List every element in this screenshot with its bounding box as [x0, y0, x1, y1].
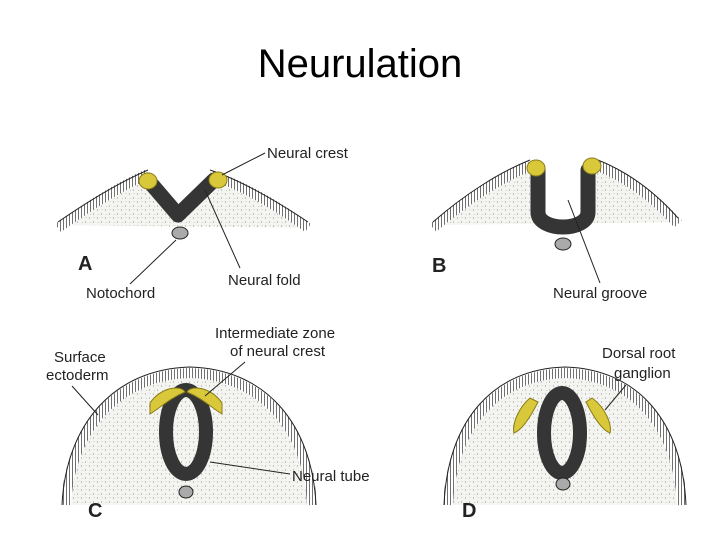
label-surface-2: ectoderm	[46, 367, 109, 384]
neural-crest-b-right	[582, 157, 602, 175]
panel-b: B Neural groove	[429, 157, 682, 302]
label-zone-1: Intermediate zone	[215, 325, 335, 342]
neural-crest-a-left	[138, 172, 158, 190]
label-drg-1: Dorsal root	[602, 345, 676, 362]
ectoderm-d	[443, 367, 687, 506]
neural-crest-b-left	[526, 159, 546, 177]
notochord-c	[178, 485, 194, 499]
neural-crest-a-right	[208, 171, 228, 189]
panel-letter-d: D	[462, 500, 476, 522]
panel-letter-a: A	[78, 253, 92, 275]
panel-a: A Neural crest Notochord Neural fold	[55, 145, 349, 302]
panel-letter-c: C	[88, 500, 102, 522]
panel-d: D Dorsal root ganglion	[443, 345, 687, 522]
notochord-a	[171, 226, 189, 240]
slide-title: Neurulation	[257, 42, 463, 86]
label-surface-1: Surface	[54, 349, 106, 366]
drg-d-left	[513, 397, 539, 434]
notochord-d	[555, 477, 571, 491]
label-drg-2: ganglion	[614, 365, 671, 382]
ectoderm-b	[429, 161, 682, 232]
notochord-b	[554, 237, 572, 251]
label-zone-2: of neural crest	[230, 343, 326, 360]
ectoderm-c	[61, 367, 317, 506]
label-neural-crest: Neural crest	[267, 145, 349, 162]
neural-tube-c	[159, 383, 213, 481]
mesoderm-d	[450, 378, 680, 505]
label-neural-groove: Neural groove	[553, 285, 647, 302]
crest-zone-c-right	[186, 387, 223, 415]
drg-d-right	[585, 397, 611, 434]
panel-c: C Surface ectoderm Intermediate zone of …	[46, 325, 370, 522]
mesoderm-b	[435, 168, 675, 228]
neural-plate-a	[140, 172, 222, 223]
label-notochord: Notochord	[86, 285, 155, 302]
label-neural-fold: Neural fold	[228, 272, 301, 289]
label-neural-tube: Neural tube	[292, 468, 370, 485]
crest-zone-c-left	[149, 387, 186, 415]
panel-letter-b: B	[432, 255, 446, 277]
neural-tube-d	[537, 386, 587, 480]
neural-groove-b	[530, 162, 596, 235]
mesoderm-c	[68, 378, 310, 505]
